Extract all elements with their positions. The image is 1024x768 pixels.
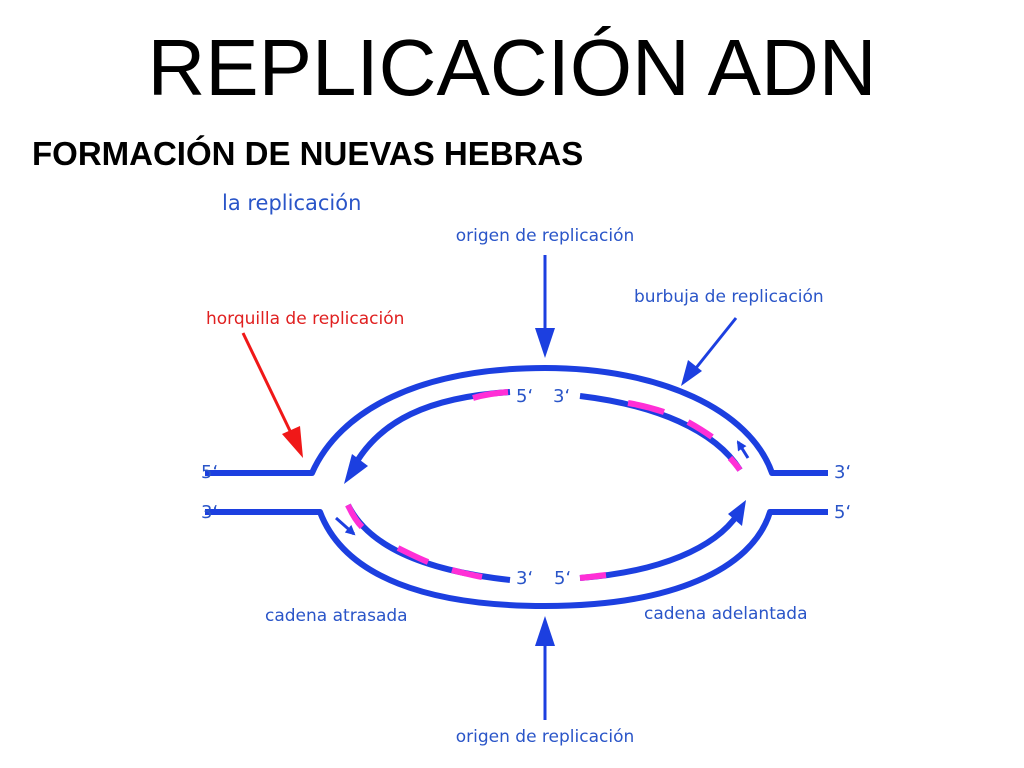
primer-bottom-right xyxy=(579,572,607,581)
primer-top-right-1 xyxy=(627,400,665,415)
bubble-arrowhead xyxy=(681,360,702,386)
label-origin-bottom: origen de replicación xyxy=(456,727,635,747)
primer-top-right-3 xyxy=(727,455,743,472)
primer-bottom-left-3 xyxy=(451,567,483,580)
label-bubble: burbuja de replicación xyxy=(634,287,824,307)
parental-strand-bottom xyxy=(205,509,828,609)
end-label-left-top: 5‘ xyxy=(201,462,218,483)
label-origin-top: origen de replicación xyxy=(456,226,635,246)
primer-bottom-left-2 xyxy=(396,545,430,565)
label-leading: cadena adelantada xyxy=(644,604,807,624)
okazaki-arrow-bottom-left xyxy=(335,516,356,536)
label-fork: horquilla de replicación xyxy=(206,309,404,329)
diagram-heading: la replicación xyxy=(222,191,361,215)
new-strand-top-right xyxy=(579,393,743,472)
primer-top-right-2 xyxy=(686,419,714,440)
label-lagging: cadena atrasada xyxy=(265,606,408,626)
slide-title: REPLICACIÓN ADN xyxy=(147,23,877,112)
end-label-inner-bottom-right: 5‘ xyxy=(554,568,571,589)
primer-top-left xyxy=(472,389,509,401)
origin-arrowhead-bottom xyxy=(535,616,555,646)
new-strand-top-left-arrowhead xyxy=(344,454,368,484)
end-label-inner-bottom-left: 3‘ xyxy=(516,568,533,589)
end-label-right-bottom: 5‘ xyxy=(834,502,851,523)
fork-arrowhead xyxy=(282,426,303,458)
end-label-left-bottom: 3‘ xyxy=(201,502,218,523)
bubble-arrow xyxy=(694,317,738,369)
primer-bottom-left-1 xyxy=(345,503,365,530)
new-strand-bottom-right-arrowhead xyxy=(728,500,746,526)
slide-subtitle: FORMACIÓN DE NUEVAS HEBRAS xyxy=(32,135,584,172)
okazaki-arrow-top-right xyxy=(736,440,750,459)
fork-arrow xyxy=(241,332,294,436)
parental-strand-top xyxy=(205,365,828,476)
end-label-inner-top-left: 5‘ xyxy=(516,386,533,407)
end-label-right-top: 3‘ xyxy=(834,462,851,483)
origin-arrowhead-top xyxy=(535,328,555,358)
new-strand-bottom-right xyxy=(579,512,741,581)
end-label-inner-top-right: 3‘ xyxy=(553,386,570,407)
